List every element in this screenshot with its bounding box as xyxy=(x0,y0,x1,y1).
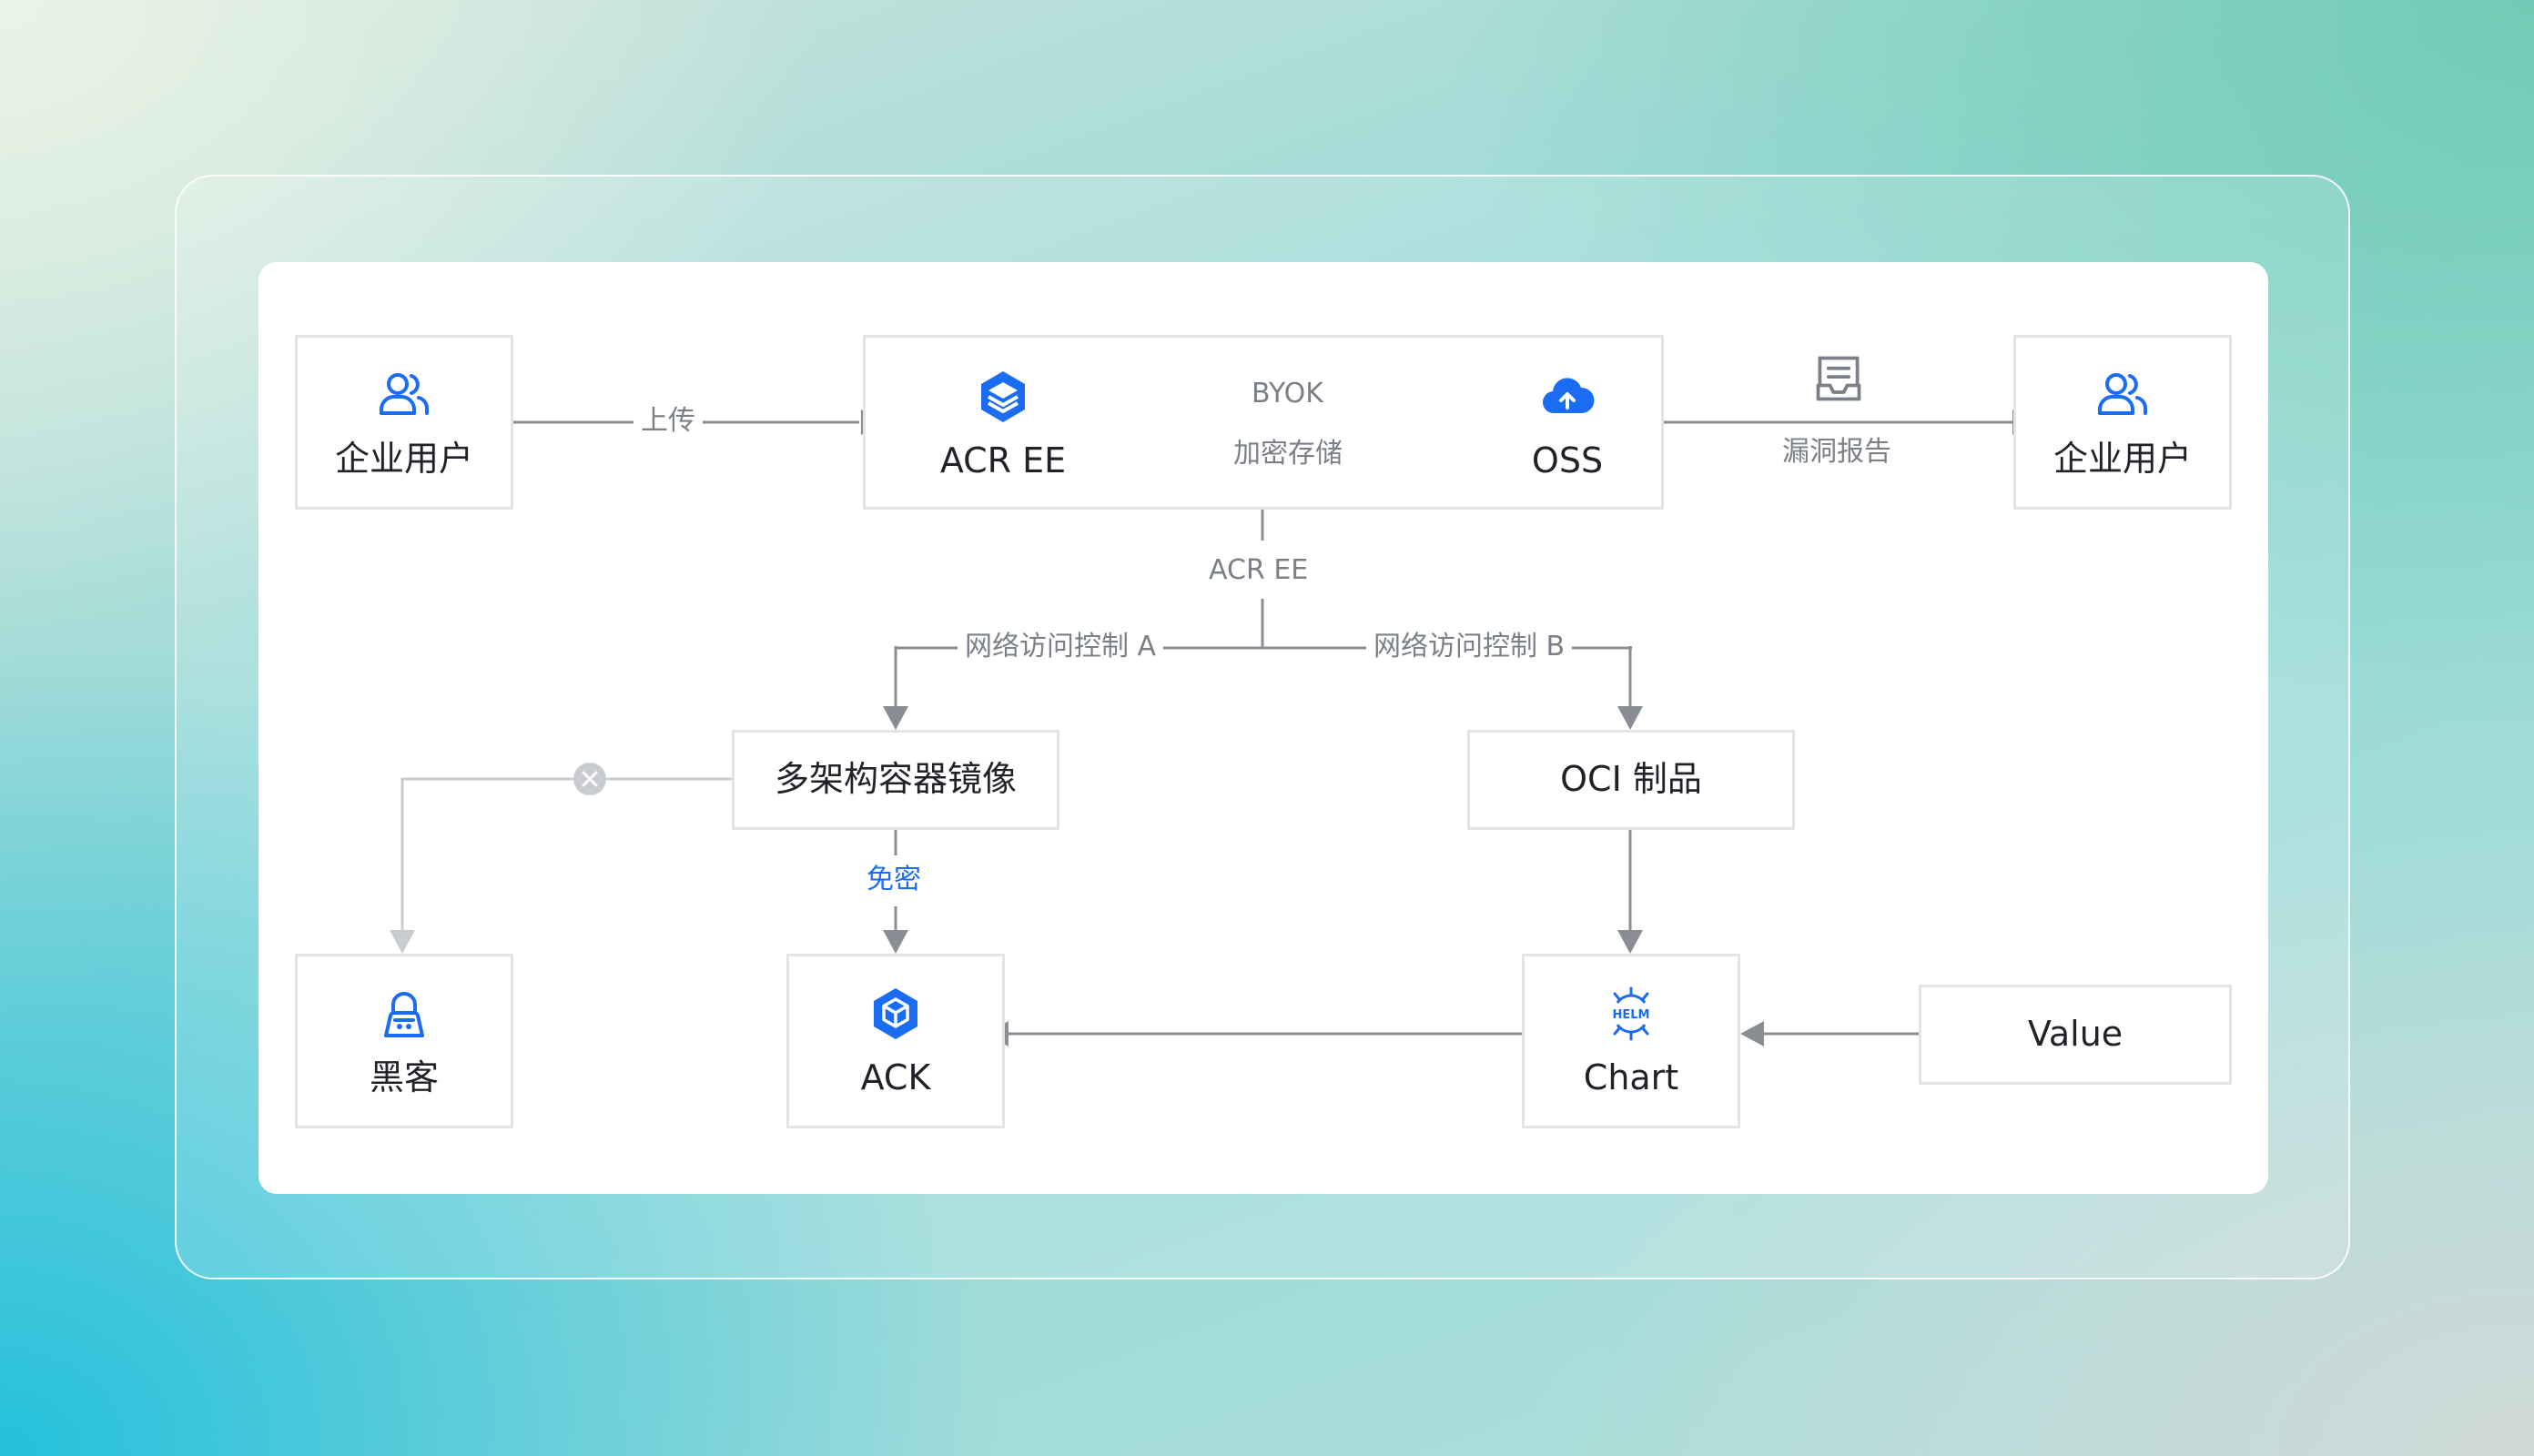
edge-label-byok: BYOK xyxy=(1252,378,1323,410)
hacker-icon xyxy=(375,985,433,1043)
node-label: OSS xyxy=(1531,440,1604,480)
edge-label-acr-ee: ACR EE xyxy=(1201,557,1316,584)
edge-oci-chart-arrow xyxy=(1617,930,1643,954)
edge-blocked-line xyxy=(400,777,732,932)
report-inbox-icon xyxy=(1811,351,1866,406)
edge-label-network-acl-a: 网络访问控制 A xyxy=(958,633,1164,661)
node-label: Chart xyxy=(1583,1057,1679,1098)
helm-icon: HELM xyxy=(1602,985,1660,1043)
node-multi-arch-image: 多架构容器镜像 xyxy=(732,730,1059,830)
node-enterprise-user-right: 企业用户 xyxy=(2013,335,2232,510)
edge-label-upload: 上传 xyxy=(634,408,703,435)
node-enterprise-user-left: 企业用户 xyxy=(295,335,513,510)
node-label: ACK xyxy=(860,1057,931,1098)
node-ack: ACK xyxy=(786,954,1005,1128)
blocked-x-stroke-2 xyxy=(582,771,598,787)
edge-blocked-arrow xyxy=(390,930,415,954)
edge-branch-b-arrow xyxy=(1617,706,1643,730)
edge-label-encrypted-storage: 加密存储 xyxy=(1233,438,1343,470)
edge-label-vuln-report: 漏洞报告 xyxy=(1782,436,1891,468)
node-chart: HELM Chart xyxy=(1522,954,1740,1128)
edge-passwordless-arrow xyxy=(883,930,908,954)
node-acr-ee: ACR EE xyxy=(901,368,1105,480)
node-label: ACR EE xyxy=(939,440,1067,480)
cloud-upload-icon xyxy=(1538,368,1596,426)
node-label: 企业用户 xyxy=(2053,439,2192,480)
node-label: OCI 制品 xyxy=(1560,759,1702,800)
diagram-canvas: 企业用户 ACR EE OSS 企业用户 多架构容器镜像 OCI 制品 黑客 xyxy=(258,262,2268,1194)
edge-label-passwordless: 免密 xyxy=(859,866,928,894)
users-icon xyxy=(375,366,433,424)
node-oss: OSS xyxy=(1485,368,1649,480)
node-label: 黑客 xyxy=(369,1057,439,1098)
node-label: 多架构容器镜像 xyxy=(774,759,1017,800)
edge-label-network-acl-b: 网络访问控制 B xyxy=(1366,633,1573,661)
users-icon xyxy=(2093,366,2152,424)
edge-value-chart-arrow xyxy=(1740,1021,1764,1046)
node-hacker: 黑客 xyxy=(295,954,513,1128)
node-acr-oss-group xyxy=(863,335,1664,510)
node-value: Value xyxy=(1919,985,2232,1085)
edge-branch-a-arrow xyxy=(883,706,908,730)
node-oci-artifact: OCI 制品 xyxy=(1467,730,1795,830)
acr-layers-icon xyxy=(974,368,1032,426)
node-label: 企业用户 xyxy=(334,439,473,480)
node-label: Value xyxy=(2027,1014,2123,1055)
ack-cube-icon xyxy=(867,985,925,1043)
svg-text:HELM: HELM xyxy=(1613,1008,1650,1022)
